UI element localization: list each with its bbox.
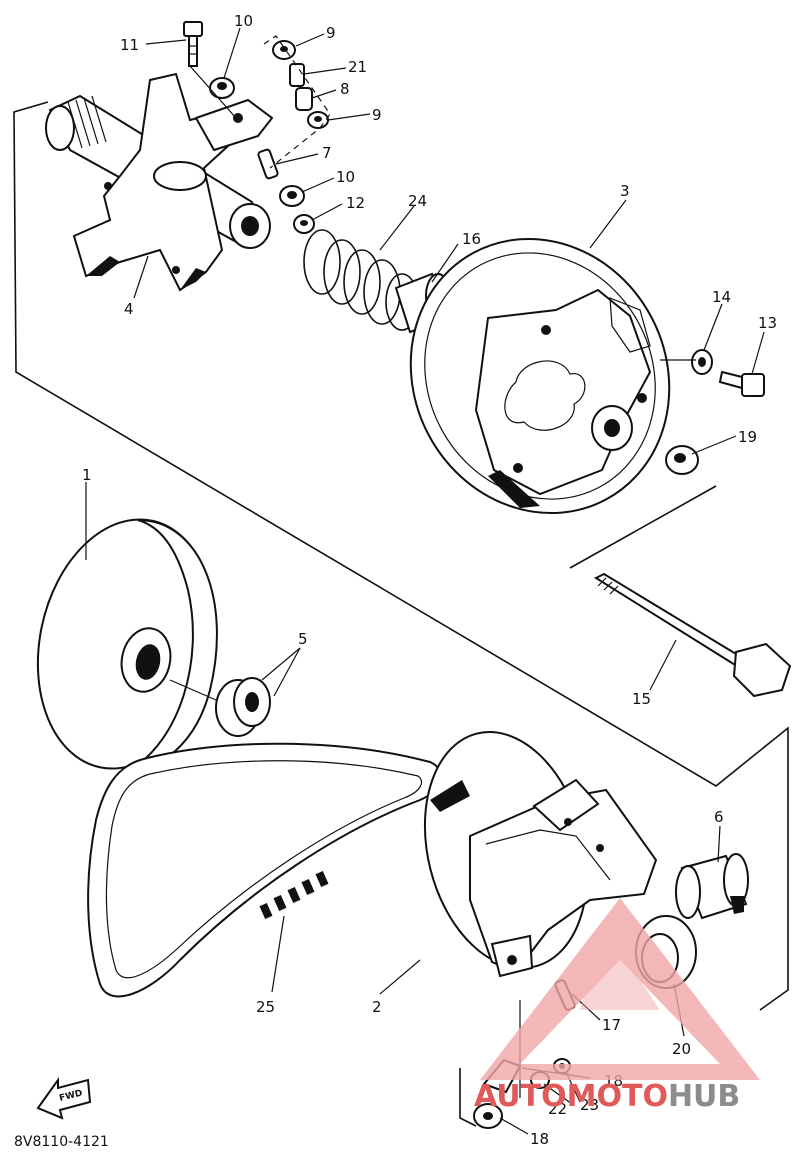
sliding-sheave-1 bbox=[36, 518, 218, 772]
diagram-code: 8V8110-4121 bbox=[14, 1134, 109, 1150]
spring-24 bbox=[303, 229, 419, 331]
long-bolt-15 bbox=[593, 572, 792, 698]
callout-22: 22 bbox=[548, 1100, 567, 1118]
callout-17: 17 bbox=[602, 1016, 621, 1034]
plate-19 bbox=[665, 445, 699, 475]
watermark-part-auto: AUTO bbox=[474, 1079, 567, 1114]
primary-cover-3 bbox=[409, 237, 671, 515]
nut-10-lower bbox=[279, 185, 305, 207]
callout-19: 19 bbox=[738, 428, 757, 446]
callout-23: 23 bbox=[580, 1096, 599, 1114]
sleeve-6 bbox=[675, 853, 749, 920]
callout-13: 13 bbox=[758, 314, 777, 332]
callout-15: 15 bbox=[632, 690, 651, 708]
bolt-11 bbox=[183, 21, 203, 67]
callout-1: 1 bbox=[82, 466, 92, 484]
secondary-sheave-2 bbox=[423, 731, 658, 978]
callout-14: 14 bbox=[712, 288, 731, 306]
callout-10-upper: 10 bbox=[234, 12, 253, 30]
callout-21: 21 bbox=[348, 58, 367, 76]
watermark-part-moto: MOTO bbox=[567, 1079, 668, 1114]
bushing-5 bbox=[215, 677, 271, 737]
callout-5: 5 bbox=[298, 630, 308, 648]
watermark-text: AUTOMOTOHUB bbox=[474, 1079, 740, 1114]
callout-18-lower: 18 bbox=[530, 1130, 549, 1148]
bolt-13 bbox=[718, 370, 765, 397]
pin-7 bbox=[257, 148, 279, 180]
callout-3: 3 bbox=[620, 182, 630, 200]
washer-14 bbox=[691, 349, 713, 375]
washer-18 bbox=[473, 1103, 503, 1129]
nut-10-upper bbox=[209, 77, 235, 99]
nut-9-lower bbox=[307, 111, 329, 129]
fwd-arrow-icon: FWD bbox=[36, 1076, 92, 1120]
callout-6: 6 bbox=[714, 808, 724, 826]
callout-4: 4 bbox=[124, 300, 134, 318]
fixed-sheave-shaft bbox=[45, 72, 274, 292]
pin-21 bbox=[289, 63, 305, 87]
callout-24: 24 bbox=[408, 192, 427, 210]
callout-7: 7 bbox=[322, 144, 332, 162]
callout-20: 20 bbox=[672, 1040, 691, 1058]
watermark-logo-icon bbox=[480, 898, 760, 1080]
callout-9-upper: 9 bbox=[326, 24, 336, 42]
roller-8 bbox=[295, 87, 313, 111]
watermark-part-hub: HUB bbox=[668, 1079, 740, 1114]
callout-2: 2 bbox=[372, 998, 382, 1016]
leader-lines bbox=[85, 27, 765, 1135]
callout-16: 16 bbox=[462, 230, 481, 248]
callout-11: 11 bbox=[120, 36, 139, 54]
nut-12 bbox=[293, 214, 315, 234]
belt-cog-marks bbox=[259, 870, 329, 920]
callout-9-lower: 9 bbox=[372, 106, 382, 124]
callout-8: 8 bbox=[340, 80, 350, 98]
callout-12: 12 bbox=[346, 194, 365, 212]
hardware-group-bracket bbox=[263, 35, 331, 169]
watermark-wordmark: AUTOMOTOHUB bbox=[474, 1079, 740, 1114]
nut-9-upper bbox=[272, 40, 296, 60]
callout-10-lower: 10 bbox=[336, 168, 355, 186]
callout-25: 25 bbox=[256, 998, 275, 1016]
drive-belt-25 bbox=[87, 742, 443, 998]
